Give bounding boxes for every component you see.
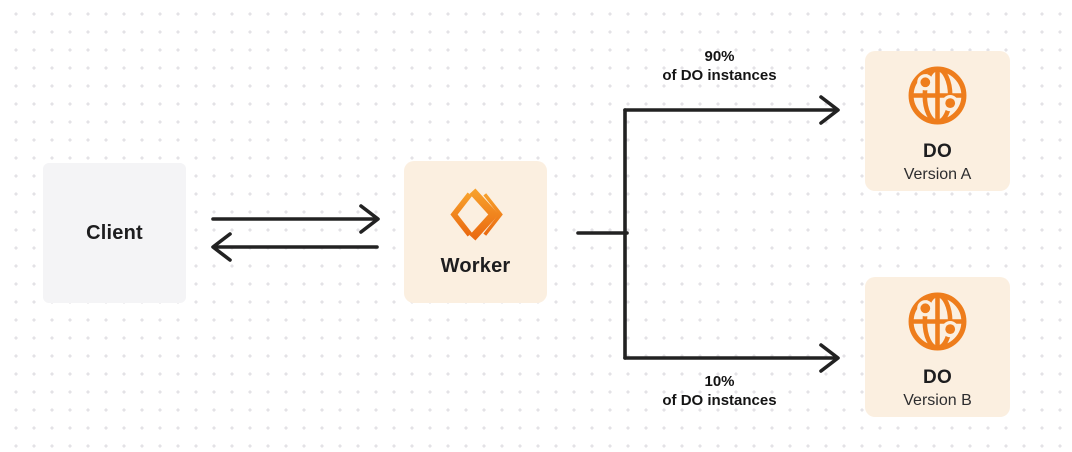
response-arrow — [211, 232, 379, 262]
do-version-a-node: DO Version A — [865, 51, 1010, 191]
arrow-to-do-b — [623, 343, 840, 373]
top-split-percent: 90% — [704, 48, 735, 65]
top-split-caption: of DO instances — [662, 67, 777, 84]
bottom-split-caption: of DO instances — [662, 392, 777, 409]
split-connector — [576, 108, 629, 360]
bottom-split-percent: 10% — [704, 373, 735, 390]
worker-node: Worker — [404, 161, 547, 303]
bottom-split-label: 10% of DO instances — [612, 372, 827, 410]
globe-icon — [905, 63, 970, 128]
globe-icon — [905, 289, 970, 354]
do-version-b-node: DO Version B — [865, 277, 1010, 417]
do-a-title: DO — [922, 140, 953, 162]
request-arrow — [211, 204, 380, 234]
arrow-to-do-a — [623, 95, 840, 125]
client-label: Client — [86, 221, 143, 244]
do-b-subtitle: Version B — [903, 391, 972, 409]
workers-logo-icon — [447, 187, 505, 242]
client-node: Client — [43, 163, 186, 303]
worker-label: Worker — [440, 254, 511, 277]
top-split-label: 90% of DO instances — [612, 47, 827, 85]
do-b-title: DO — [922, 366, 953, 388]
do-a-subtitle: Version A — [903, 165, 972, 183]
